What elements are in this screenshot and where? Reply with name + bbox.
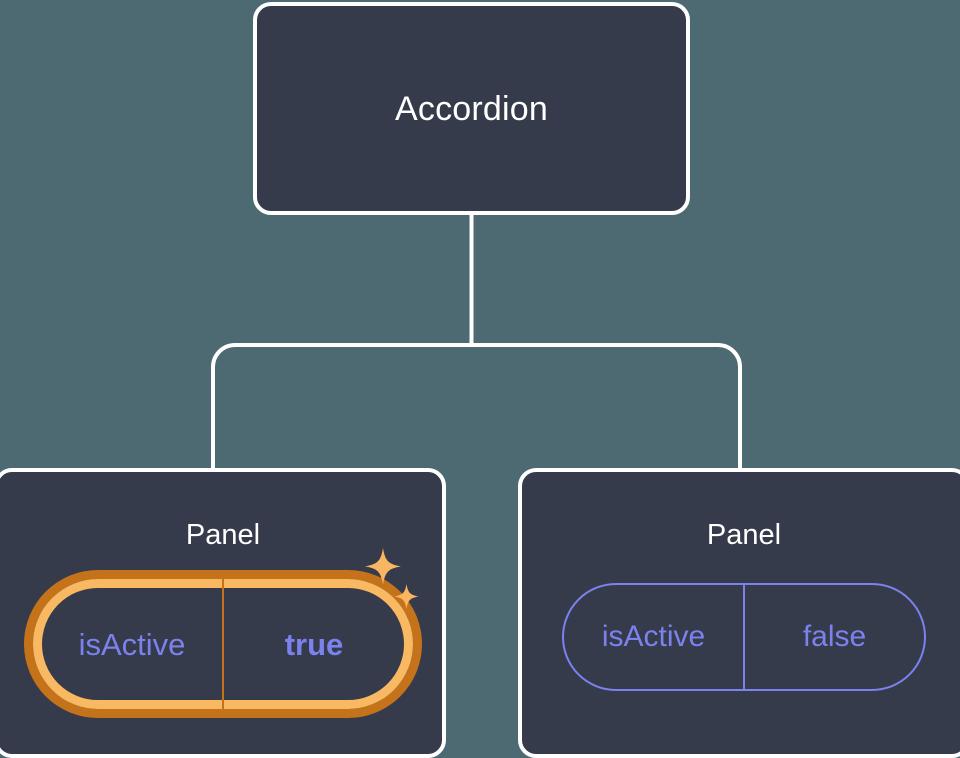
- node-panel-inactive-label: Panel: [706, 519, 782, 551]
- prop-value: true: [284, 626, 344, 662]
- prop-divider: [743, 583, 745, 691]
- node-accordion[interactable]: Accordion: [253, 2, 690, 215]
- node-accordion-label: Accordion: [395, 89, 548, 128]
- prop-pill-isactive-false[interactable]: isActive false: [562, 583, 926, 691]
- prop-value: false: [802, 620, 867, 653]
- prop-key: isActive: [601, 620, 706, 653]
- prop-pill-isactive-true[interactable]: isActive true: [33, 579, 413, 709]
- connector-child-elbows: [211, 343, 742, 472]
- prop-divider: [222, 579, 224, 709]
- node-panel-active-label: Panel: [185, 519, 261, 551]
- prop-key: isActive: [78, 626, 186, 662]
- sparkle-star-large-icon: [365, 548, 401, 585]
- node-panel-active[interactable]: Panel isActive true: [0, 468, 446, 758]
- node-panel-inactive[interactable]: Panel isActive false: [518, 468, 960, 758]
